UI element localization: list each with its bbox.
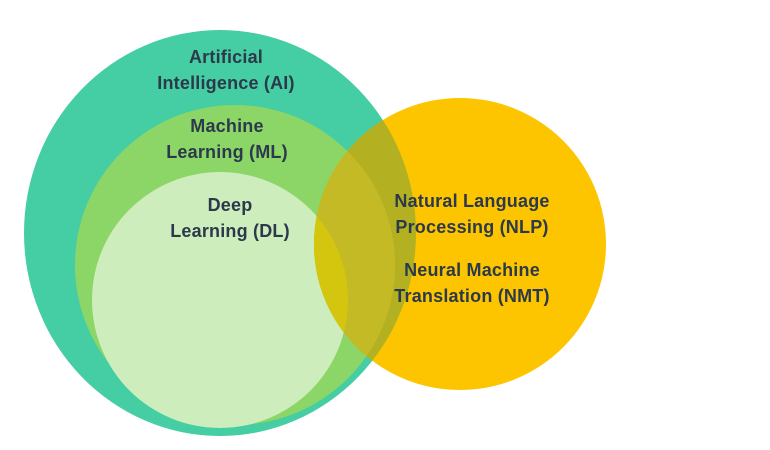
dl-circle bbox=[92, 172, 348, 428]
nmt-label-line2: Translation (NMT) bbox=[394, 286, 550, 306]
ml-label: Machine Learning (ML) bbox=[77, 113, 377, 165]
nmt-label: Neural Machine Translation (NMT) bbox=[322, 257, 622, 309]
dl-label: Deep Learning (DL) bbox=[80, 192, 380, 244]
dl-label-line2: Learning (DL) bbox=[170, 221, 290, 241]
ml-label-line1: Machine bbox=[190, 116, 264, 136]
nlp-label-line2: Processing (NLP) bbox=[395, 217, 549, 237]
ai-label-line2: Intelligence (AI) bbox=[157, 73, 295, 93]
ml-label-line2: Learning (ML) bbox=[166, 142, 288, 162]
dl-label-line1: Deep bbox=[207, 195, 253, 215]
nlp-label: Natural Language Processing (NLP) bbox=[322, 188, 622, 240]
nmt-label-line1: Neural Machine bbox=[404, 260, 540, 280]
ai-label: Artificial Intelligence (AI) bbox=[76, 44, 376, 96]
nlp-label-line1: Natural Language bbox=[394, 191, 550, 211]
ai-label-line1: Artificial bbox=[188, 47, 264, 67]
